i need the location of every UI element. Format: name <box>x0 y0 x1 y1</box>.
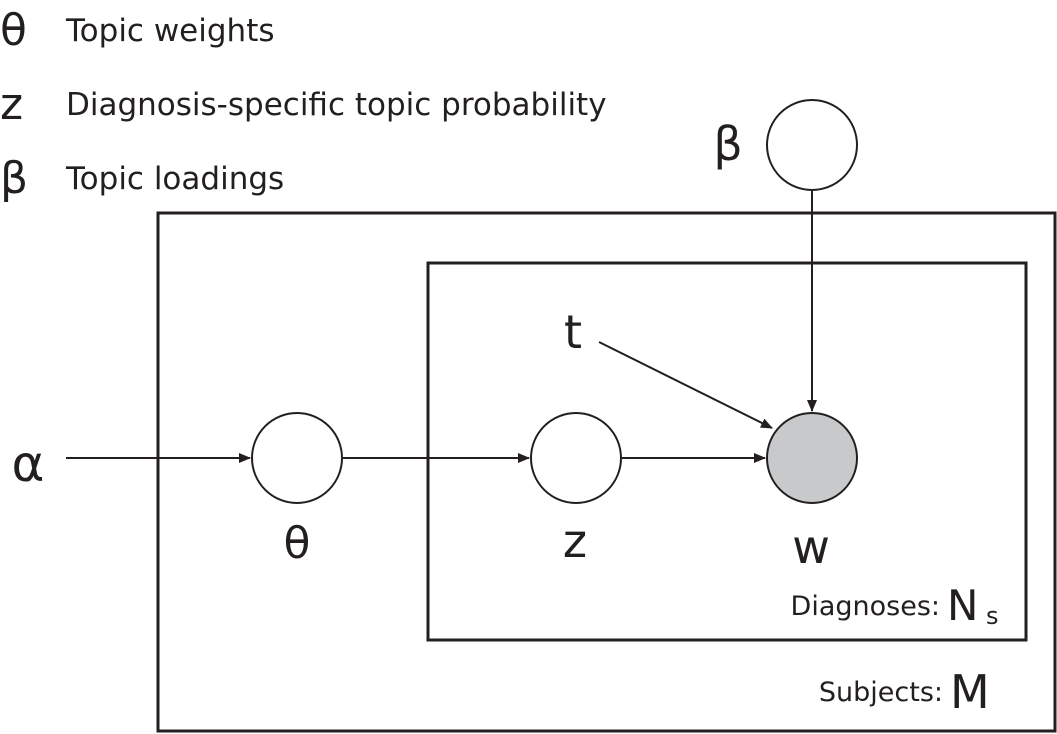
legend-text: Diagnosis-specific topic probability <box>66 87 607 123</box>
legend-symbol: z <box>0 79 24 130</box>
plate-diagnoses-label: Diagnoses: <box>791 591 940 622</box>
label-beta: β <box>713 117 742 171</box>
legend-symbol: θ <box>0 5 27 56</box>
label-z: z <box>563 514 587 568</box>
plate-diagnoses-subscript: s <box>986 602 999 630</box>
legend-text: Topic weights <box>66 13 275 49</box>
label-theta: θ <box>284 518 311 569</box>
label-t: t <box>564 305 582 359</box>
legend-symbol: β <box>0 153 29 204</box>
plate-subjects-symbol: M <box>950 665 990 719</box>
node-theta <box>251 412 343 504</box>
label-alpha: α <box>12 435 45 493</box>
plate-diagnoses <box>426 261 1028 642</box>
plate-subjects-label: Subjects: <box>819 677 943 708</box>
plate-subjects <box>156 211 1057 733</box>
edge-t-w <box>598 341 773 429</box>
node-z <box>530 412 622 504</box>
legend-text: Topic loadings <box>66 161 285 197</box>
label-w: w <box>792 520 830 574</box>
node-beta <box>766 99 858 191</box>
plate-diagnoses-symbol: N <box>947 581 978 630</box>
node-w-observed <box>766 412 858 504</box>
